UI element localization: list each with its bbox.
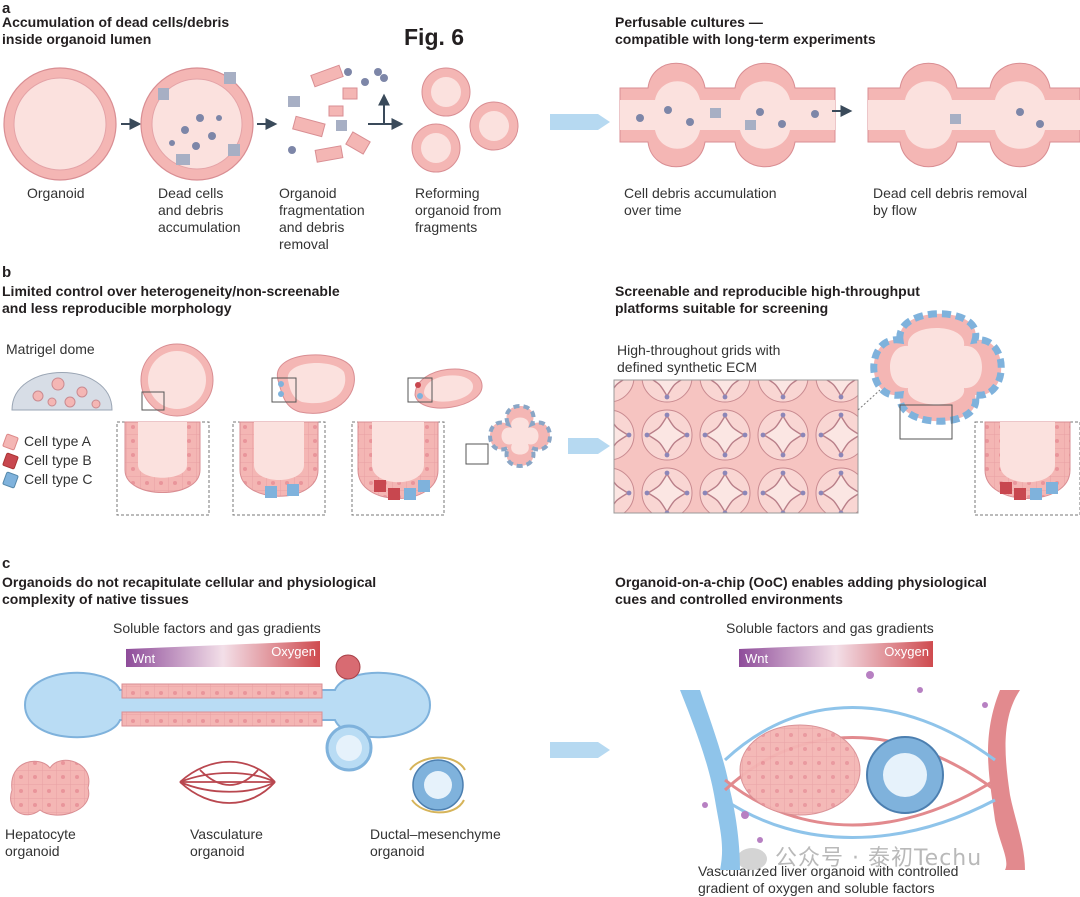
oxygen-label-left: Oxygen [271,644,316,659]
legend-item-b: Cell type B [1,451,92,470]
gradient-bar-left: Wnt Oxygen [126,641,320,667]
perfusion-chip-accumulation [619,62,836,168]
reforming-organoids-illustration [411,67,519,173]
panel-c-letter: c [2,555,11,572]
matrigel-label: Matrigel dome [6,341,95,357]
grid-label: High-throughout grids with defined synth… [617,342,781,375]
panel-a-right-heading: Perfusable cultures — compatible with lo… [615,14,876,47]
elongated-organoid-b [271,354,355,414]
round-organoid-b [140,343,214,417]
vasculature-organoid-illustration [179,761,276,804]
step-label-reforming: Reforming organoid from fragments [415,185,502,235]
perfusion-label-accumulation: Cell debris accumulation over time [624,185,777,218]
step-label-organoid: Organoid [27,185,85,201]
branched-organoid-grid-zoom [870,310,1005,440]
branched-organoid-b [465,404,552,468]
high-throughput-grid [613,379,859,514]
organoid-label-ductal: Ductal–mesenchyme organoid [370,826,501,859]
transition-arrow-c [550,742,610,758]
teardrop-organoid-b [407,368,483,409]
organoid-label-vasculature: Vasculature organoid [190,826,263,859]
zoom-box-2 [232,421,326,516]
wechat-icon [737,848,767,870]
cell-type-legend: Cell type A Cell type B Cell type C [1,432,92,489]
watermark: 公众号 · 泰初Techu [737,840,982,872]
zoom-box-3 [351,421,445,516]
panel-c-left-heading: Organoids do not recapitulate cellular a… [2,574,377,607]
dead-cells-organoid-illustration [140,67,254,181]
transition-arrow-a [550,114,610,130]
perfusion-label-removal: Dead cell debris removal by flow [873,185,1028,218]
zoom-box-1 [116,421,210,516]
wnt-label-right: Wnt [745,651,769,666]
liver-chip-left-illustration [23,654,432,772]
gradient-title-left: Soluble factors and gas gradients [113,620,321,636]
organoid-illustration [3,67,117,181]
removal-arrows [368,93,404,130]
organoid-label-hepatocyte: Hepatocyte organoid [5,826,76,859]
panel-b-right-heading: Screenable and reproducible high-through… [615,283,920,316]
step-label-dead-cells: Dead cells and debris accumulation [158,185,241,235]
gradient-title-right: Soluble factors and gas gradients [726,620,934,636]
panel-c-right-heading: Organoid-on-a-chip (OoC) enables adding … [615,574,987,607]
panel-a-left-heading: Accumulation of dead cells/debris inside… [2,14,230,47]
gradient-wedge-left [126,641,320,667]
vascularized-liver-organoid-illustration [680,671,1025,870]
gradient-bar-right: Wnt Oxygen [739,641,933,667]
figure-title: Fig. 6 [404,24,465,50]
transition-arrow-b [568,438,610,454]
panel-a-letter: a [2,0,11,17]
ductal-mesenchyme-organoid-illustration [409,756,466,814]
panel-b-left-heading: Limited control over heterogeneity/non-s… [2,283,340,316]
wnt-label-left: Wnt [132,651,156,666]
fragmentation-illustration [288,64,388,163]
hepatocyte-organoid-illustration [10,759,90,816]
gradient-wedge-right [739,641,933,667]
zoom-box-grid [974,421,1080,516]
zoom-line-grid [857,389,881,411]
ooc-caption: Vascularized liver organoid with control… [698,863,959,896]
legend-item-a: Cell type A [1,432,92,451]
step-label-fragmentation: Organoid fragmentation and debris remova… [279,185,365,252]
matrigel-dome-illustration [11,372,113,411]
panel-b-letter: b [2,264,12,281]
legend-item-c: Cell type C [1,470,92,489]
perfusion-chip-removal [867,62,1080,168]
oxygen-label-right: Oxygen [884,644,929,659]
